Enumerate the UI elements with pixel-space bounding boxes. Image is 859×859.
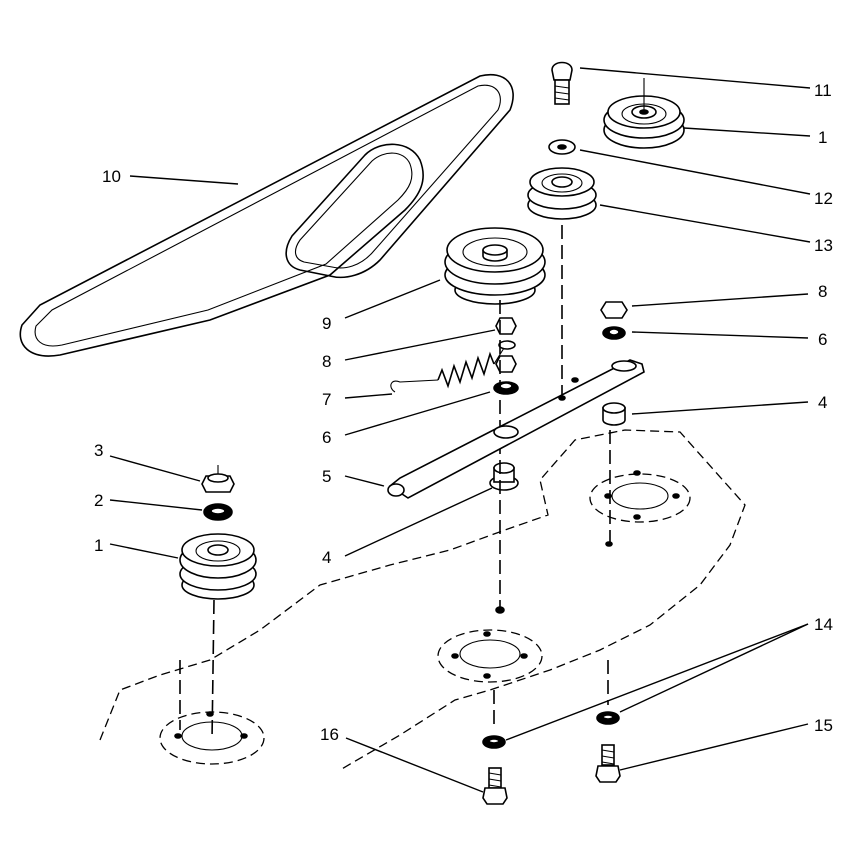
right-hardware-stack	[600, 301, 628, 545]
callout-3: 3	[94, 441, 103, 460]
callout-8-right: 8	[818, 282, 827, 301]
idler-pulley-top	[603, 78, 685, 149]
right-spindle-mount	[589, 470, 691, 547]
callout-13: 13	[814, 236, 833, 255]
callout-16: 16	[320, 725, 339, 744]
left-spindle-mount	[159, 660, 265, 765]
drive-belt	[19, 73, 514, 357]
callout-10: 10	[102, 167, 121, 186]
callout-6-left: 6	[322, 428, 331, 447]
idler-arm	[387, 359, 645, 499]
center-spindle-mount	[437, 629, 543, 730]
callout-5: 5	[322, 467, 331, 486]
bottom-hardware	[482, 660, 621, 805]
leader-lines	[109, 67, 811, 793]
callout-8-left: 8	[322, 352, 331, 371]
callout-9: 9	[322, 314, 331, 333]
deck-outline	[99, 429, 746, 771]
callout-11: 11	[814, 81, 832, 100]
callout-14: 14	[814, 615, 833, 634]
center-pulley	[444, 227, 546, 305]
callout-1-left: 1	[94, 536, 103, 555]
carriage-bolt	[551, 61, 573, 105]
callout-7: 7	[322, 390, 331, 409]
callout-4-left: 4	[322, 548, 331, 567]
callout-2: 2	[94, 491, 103, 510]
tension-spring	[390, 347, 505, 393]
idler-pulley-13	[527, 167, 597, 400]
left-pulley-stack	[179, 465, 257, 741]
callout-12: 12	[814, 189, 833, 208]
callout-6-right: 6	[818, 330, 827, 349]
callout-15: 15	[814, 716, 833, 735]
callout-4-right: 4	[818, 393, 827, 412]
flat-washer	[548, 139, 576, 155]
center-hardware-stack	[489, 300, 519, 614]
callout-1-top: 1	[818, 128, 827, 147]
